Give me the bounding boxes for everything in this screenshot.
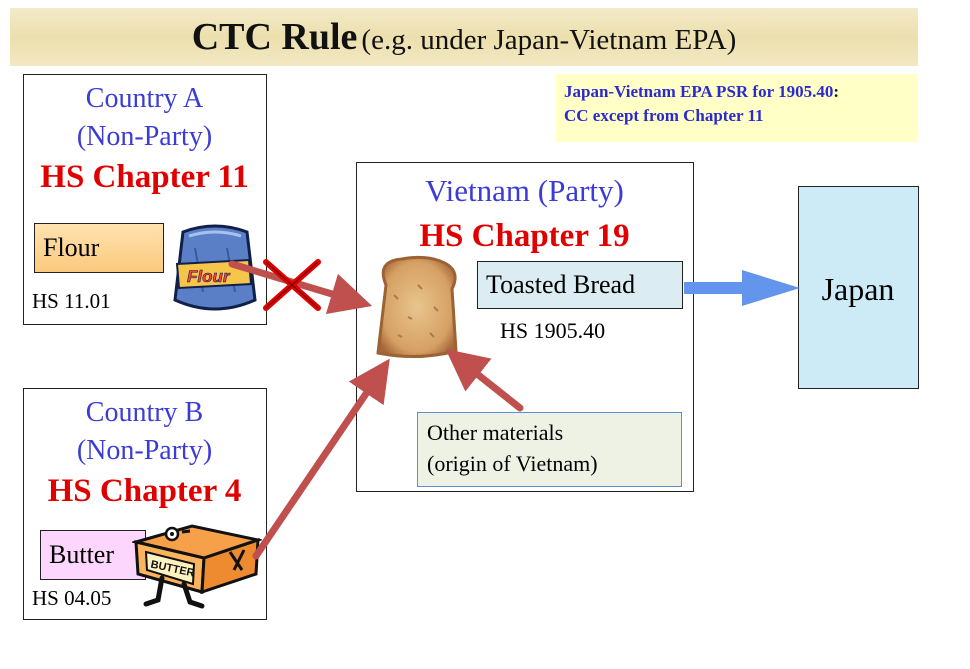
japan-box: Japan <box>798 186 919 389</box>
country-b-hs: HS 04.05 <box>32 586 112 610</box>
flour-label: Flour <box>34 223 164 273</box>
other-materials-line2: (origin of Vietnam) <box>427 451 598 476</box>
psr-note: Japan-Vietnam EPA PSR for 1905.40: CC ex… <box>556 74 918 142</box>
title-main: CTC Rule <box>191 16 358 58</box>
title-bar: CTC Rule (e.g. under Japan-Vietnam EPA) <box>10 8 918 66</box>
flour-bag-text: Flour <box>187 267 231 286</box>
rejected-cross-icon <box>263 259 321 311</box>
vietnam-name: Vietnam (Party) <box>425 173 624 208</box>
country-a-party: (Non-Party) <box>76 121 213 152</box>
title-subtitle: (e.g. under Japan-Vietnam EPA) <box>361 24 737 56</box>
country-a-chapter: HS Chapter 11 <box>40 159 249 195</box>
country-a-name: Country A <box>85 83 204 114</box>
psr-line2: CC except from Chapter 11 <box>564 106 764 125</box>
bread-slice-icon <box>376 255 458 359</box>
country-b-name: Country B <box>85 397 204 428</box>
toasted-bread-label: Toasted Bread <box>477 261 683 309</box>
butter-to-bread-arrow <box>252 358 390 560</box>
country-a-box: Country A (Non-Party) HS Chapter 11 Flou… <box>23 74 267 325</box>
butter-box-icon: BUTTER <box>132 524 262 609</box>
psr-colon: : <box>833 82 839 101</box>
export-to-japan-arrow <box>684 270 800 306</box>
other-materials-to-bread-arrow <box>445 348 524 412</box>
japan-name: Japan <box>821 271 895 307</box>
country-b-party: (Non-Party) <box>76 435 213 466</box>
other-materials-line1: Other materials <box>427 420 564 445</box>
butter-label: Butter <box>40 530 146 580</box>
vietnam-chapter: HS Chapter 19 <box>419 218 630 254</box>
other-materials-box: Other materials (origin of Vietnam) <box>417 412 682 487</box>
psr-line1: Japan-Vietnam EPA PSR for 1905.40 <box>564 82 834 101</box>
vietnam-hs: HS 1905.40 <box>500 318 606 343</box>
country-a-hs: HS 11.01 <box>32 289 111 313</box>
country-b-chapter: HS Chapter 4 <box>47 473 242 509</box>
